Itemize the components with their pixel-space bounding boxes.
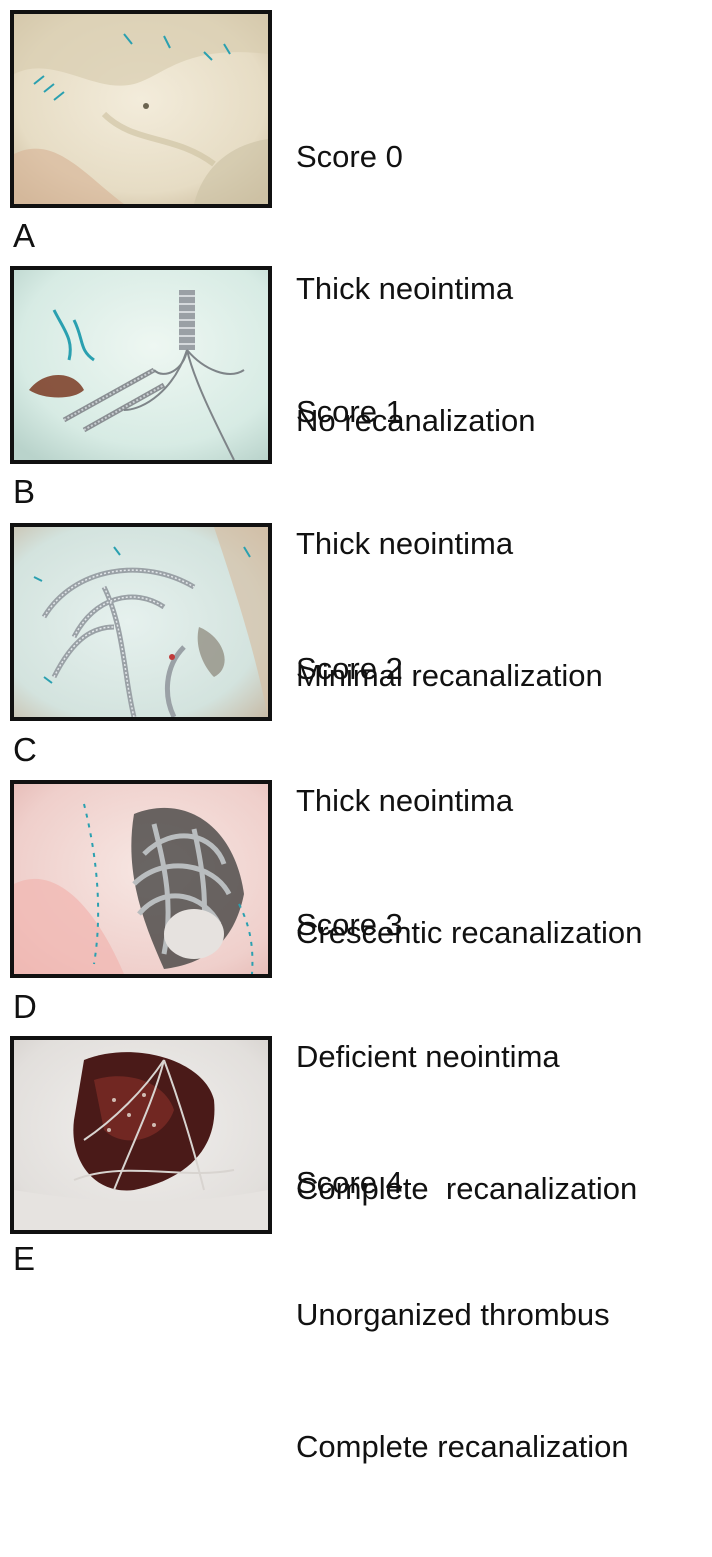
photo-c	[10, 523, 272, 721]
neointima-label-a: Thick neointima	[296, 271, 514, 306]
photo-e	[10, 1036, 272, 1234]
recanalization-label-a: No recanalization	[296, 403, 536, 438]
caption-e: Score 4 Unorganized thrombus Complete re…	[296, 1073, 629, 1557]
thrombus-label-e: Unorganized thrombus	[296, 1297, 610, 1332]
neointima-label-c: Thick neointima	[296, 783, 514, 818]
panel-letter-a: A	[13, 217, 36, 254]
caption-c: Score 2 Thick neointima Crescentic recan…	[296, 559, 642, 1043]
recanalization-label-e: Complete recanalization	[296, 1429, 629, 1464]
caption-d: Score 3 Deficient neointima Complete rec…	[296, 815, 637, 1299]
photo-b	[10, 266, 272, 464]
photo-a	[10, 10, 272, 208]
panel-letter-d: D	[13, 988, 37, 1025]
caption-b: Score 1 Thick neointima Minimal recanali…	[296, 302, 603, 786]
score-label-d: Score 3	[296, 907, 403, 942]
photo-d	[10, 780, 272, 978]
score-label-b: Score 1	[296, 394, 403, 429]
panel-letter-c: C	[13, 731, 37, 768]
score-label-a: Score 0	[296, 139, 403, 174]
neointima-label-d: Deficient neointima	[296, 1039, 560, 1074]
neointima-label-b: Thick neointima	[296, 526, 514, 561]
caption-a: Score 0 Thick neointima No recanalizatio…	[296, 47, 536, 531]
score-label-e: Score 4	[296, 1165, 403, 1200]
panel-letter-e: E	[13, 1240, 36, 1277]
recanalization-label-d: Complete recanalization	[296, 1171, 638, 1206]
panel-letter-b: B	[13, 473, 36, 510]
recanalization-label-c: Crescentic recanalization	[296, 915, 643, 950]
recanalization-label-b: Minimal recanalization	[296, 658, 603, 693]
score-label-c: Score 2	[296, 651, 403, 686]
